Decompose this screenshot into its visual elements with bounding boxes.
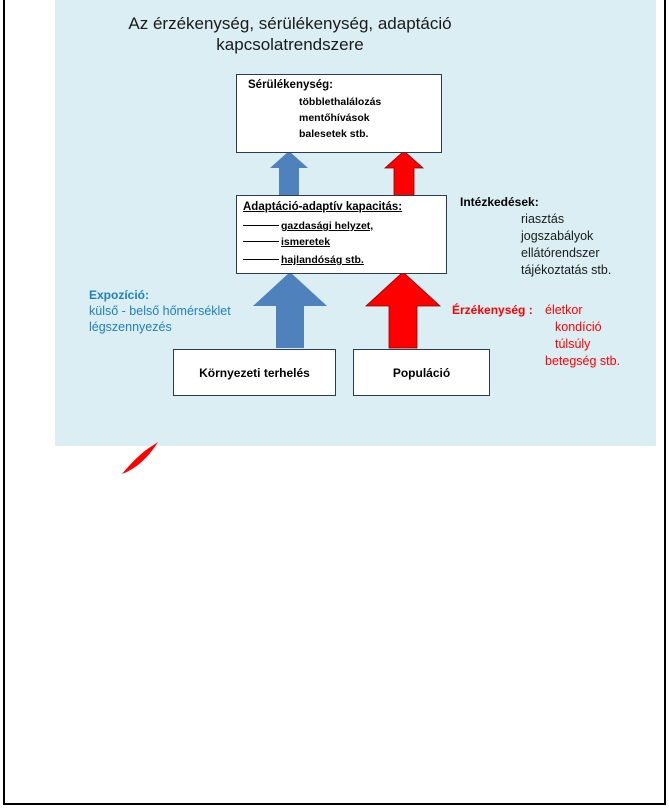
vulnerability-item: mentőhívások [299,112,370,124]
adaptation-item: gazdasági helyzet, [243,219,373,234]
exposure-heading: Expozíció: [89,288,150,302]
environment-label: Környezeti terhelés [199,365,310,380]
adaptation-item: hajlandóság stb. [243,253,364,268]
page-frame [3,0,666,805]
sensitivity-item: túlsúly [555,337,591,351]
measures-heading: Intézkedések: [460,195,539,209]
vulnerability-item: többlethalálozás [299,96,382,108]
adaptation-heading: Adaptáció-adaptív kapacitás: [243,201,403,213]
vulnerability-item: balesetek stb. [299,128,369,140]
diagram-title: Az érzékenység, sérülékenység, adaptáció… [55,13,525,55]
vulnerability-box: Sérülékenység: többlethalálozás mentőhív… [236,74,442,153]
title-line-2: kapcsolatrendszere [216,35,364,54]
title-line-1: Az érzékenység, sérülékenység, adaptáció [128,14,452,33]
measures-item: riasztás [521,212,565,226]
adaptation-item: ismeretek [243,235,330,250]
sensitivity-item: életkor [545,303,583,317]
blue-arrow-upper [270,151,308,196]
measures-item: jogszabályok [521,229,594,243]
red-arrow-lower [364,271,442,349]
vulnerability-heading: Sérülékenység: [248,79,334,91]
sensitivity-item: kondíció [555,320,602,334]
red-arrow-upper [383,150,425,197]
environment-box: Környezeti terhelés [173,349,336,396]
blue-arrow-lower [253,272,327,348]
exposure-item: külső - belső hőmérséklet [89,304,231,318]
sensitivity-item: betegség stb. [545,354,621,368]
population-box: Populáció [353,349,490,396]
sensitivity-heading: Érzékenység : [452,303,533,317]
red-decorative-stroke [122,442,158,474]
measures-item: tájékoztatás stb. [521,263,612,277]
exposure-item: légszennyezés [89,320,172,334]
population-label: Populáció [392,365,451,380]
adaptation-box: Adaptáció-adaptív kapacitás: gazdasági h… [236,195,447,274]
measures-item: ellátórendszer [521,246,600,260]
